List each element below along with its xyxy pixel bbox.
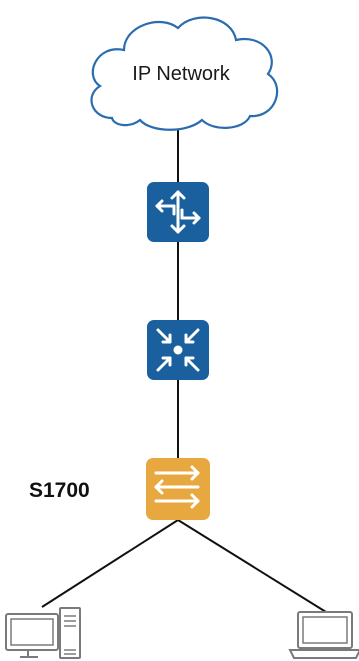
access-switch-s1700: S1700 [29,458,210,520]
link-access-switch-laptop [177,519,327,613]
ip-network-cloud: IP Network [90,16,279,131]
laptop-icon [288,611,359,659]
desktop-pc [5,607,81,659]
converging-arrows-icon [156,328,200,372]
laptop [288,611,359,659]
exchange-arrows-icon [154,465,200,509]
switch-label: S1700 [29,479,90,502]
router-arrows-icon [155,190,201,234]
link-access-switch-pc [41,519,179,608]
cloud-icon [90,16,279,131]
router [147,182,209,242]
cloud-label: IP Network [132,63,230,85]
aggregation-switch [147,320,209,380]
desktop-pc-icon [5,607,81,659]
center-dot-icon [173,345,183,355]
access-switch-icon [146,458,210,520]
links [41,128,327,613]
